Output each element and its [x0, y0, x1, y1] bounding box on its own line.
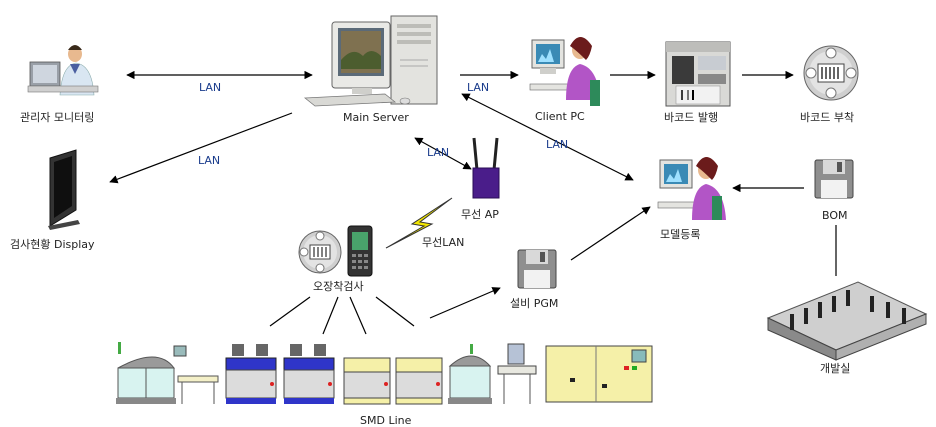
smd-mounter-blue-2 — [283, 344, 335, 404]
lan-label-ap: LAN — [427, 146, 450, 159]
equipment-pgm-label: 설비 PGM — [510, 297, 559, 310]
inspection-label: 오장착검사 — [313, 280, 364, 293]
wireless-lan-label: 무선LAN — [422, 236, 465, 249]
equipment-pgm-floppy-icon — [517, 249, 557, 289]
development-room-label: 개발실 — [820, 362, 851, 375]
display-monitor-icon — [48, 149, 80, 230]
model-registration-label: 모델등록 — [660, 228, 701, 241]
client-pc-label: Client PC — [535, 110, 585, 123]
inspection-reel-icon — [298, 230, 342, 274]
smd-line-label: SMD Line — [360, 414, 412, 427]
link-insp-4 — [375, 296, 415, 327]
lan-label-model: LAN — [546, 138, 569, 151]
link-line-pgm — [429, 287, 501, 319]
admin-monitoring-label: 관리자 모니터링 — [20, 111, 95, 124]
barcode-reel-icon — [803, 45, 859, 101]
bom-floppy-icon — [814, 159, 854, 199]
smd-reflow-oven — [545, 345, 653, 403]
smd-line-machines — [116, 342, 653, 405]
smd-unloader — [448, 344, 492, 404]
link-insp-3 — [349, 296, 367, 335]
main-server-label: Main Server — [343, 111, 409, 124]
lightning-icon — [385, 197, 453, 249]
display-label: 검사현황 Display — [10, 238, 95, 251]
lan-label-display: LAN — [198, 154, 221, 167]
client-pc-icon — [529, 37, 600, 106]
link-insp-2 — [322, 296, 339, 335]
lan-label-admin: LAN — [199, 81, 222, 94]
admin-person-icon — [27, 45, 99, 96]
bom-label: BOM — [822, 209, 848, 222]
barcode-print-label: 바코드 발행 — [664, 111, 719, 124]
smd-inspection-stand — [497, 343, 537, 404]
smd-mounter-yellow-1 — [343, 357, 391, 405]
wireless-ap-icon — [472, 137, 500, 199]
model-registration-icon — [657, 157, 726, 220]
connectors — [109, 70, 837, 335]
barcode-attach-label: 바코드 부착 — [800, 111, 855, 124]
link-server-model — [461, 93, 634, 181]
lan-label-client: LAN — [467, 81, 490, 94]
handheld-scanner-icon — [347, 225, 373, 277]
link-server-display — [109, 112, 293, 184]
link-pgm-model — [570, 206, 651, 261]
smd-conveyor — [177, 375, 219, 404]
smd-loader — [116, 342, 187, 404]
smd-mounter-yellow-2 — [395, 357, 443, 405]
wireless-ap-label: 무선 AP — [461, 208, 499, 221]
link-insp-1 — [269, 296, 311, 327]
barcode-printer-icon — [665, 41, 731, 107]
smd-mounter-blue-1 — [225, 344, 277, 404]
main-server-icon — [303, 15, 438, 107]
development-building-icon — [766, 281, 928, 361]
